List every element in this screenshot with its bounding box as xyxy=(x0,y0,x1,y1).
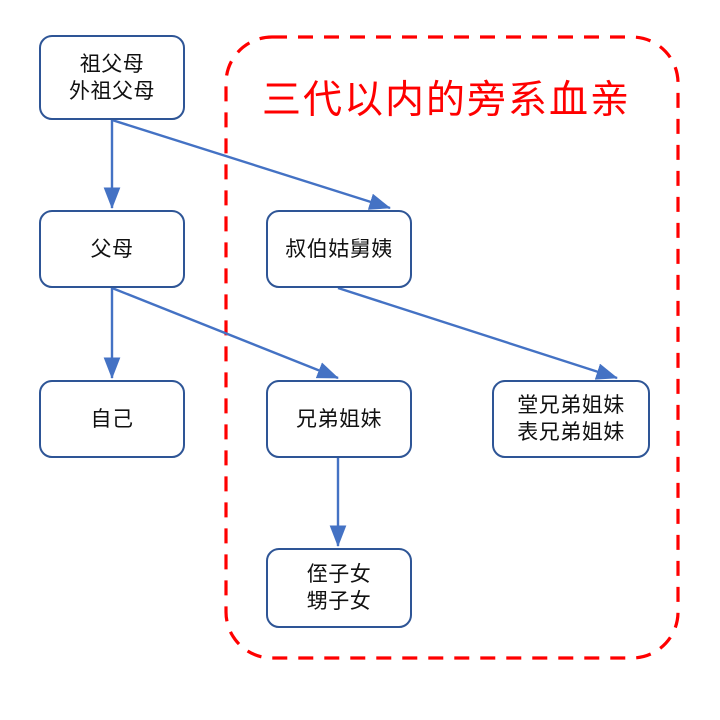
node-label-primary: 侄子女 xyxy=(306,562,372,587)
node-siblings[interactable]: 兄弟姐妹 xyxy=(266,380,412,458)
node-cousins[interactable]: 堂兄弟姐妹表兄弟姐妹 xyxy=(492,380,650,458)
edge-grandparents-to-uncles-aunts xyxy=(111,118,391,210)
edge-parents-to-siblings xyxy=(111,286,339,380)
node-label-primary: 兄弟姐妹 xyxy=(296,406,382,431)
edges-group xyxy=(103,118,618,547)
group-title-label: 三代以内的旁系血亲 xyxy=(262,78,632,123)
node-label-secondary: 外祖父母 xyxy=(69,78,155,103)
node-label-primary: 叔伯姑舅姨 xyxy=(285,236,393,261)
node-self[interactable]: 自己 xyxy=(39,380,185,458)
edge-uncles-aunts-to-cousins xyxy=(337,286,618,380)
node-parents[interactable]: 父母 xyxy=(39,210,185,288)
node-grandparents[interactable]: 祖父母外祖父母 xyxy=(39,35,185,120)
node-label-secondary: 表兄弟姐妹 xyxy=(517,420,625,444)
node-label-primary: 堂兄弟姐妹 xyxy=(517,393,625,418)
node-label-secondary: 甥子女 xyxy=(306,589,372,613)
node-label-primary: 父母 xyxy=(90,236,134,261)
node-uncles-aunts[interactable]: 叔伯姑舅姨 xyxy=(266,210,412,288)
node-label-primary: 自己 xyxy=(90,406,134,431)
node-nieces-nephews[interactable]: 侄子女甥子女 xyxy=(266,548,412,628)
node-label-primary: 祖父母 xyxy=(79,51,145,76)
